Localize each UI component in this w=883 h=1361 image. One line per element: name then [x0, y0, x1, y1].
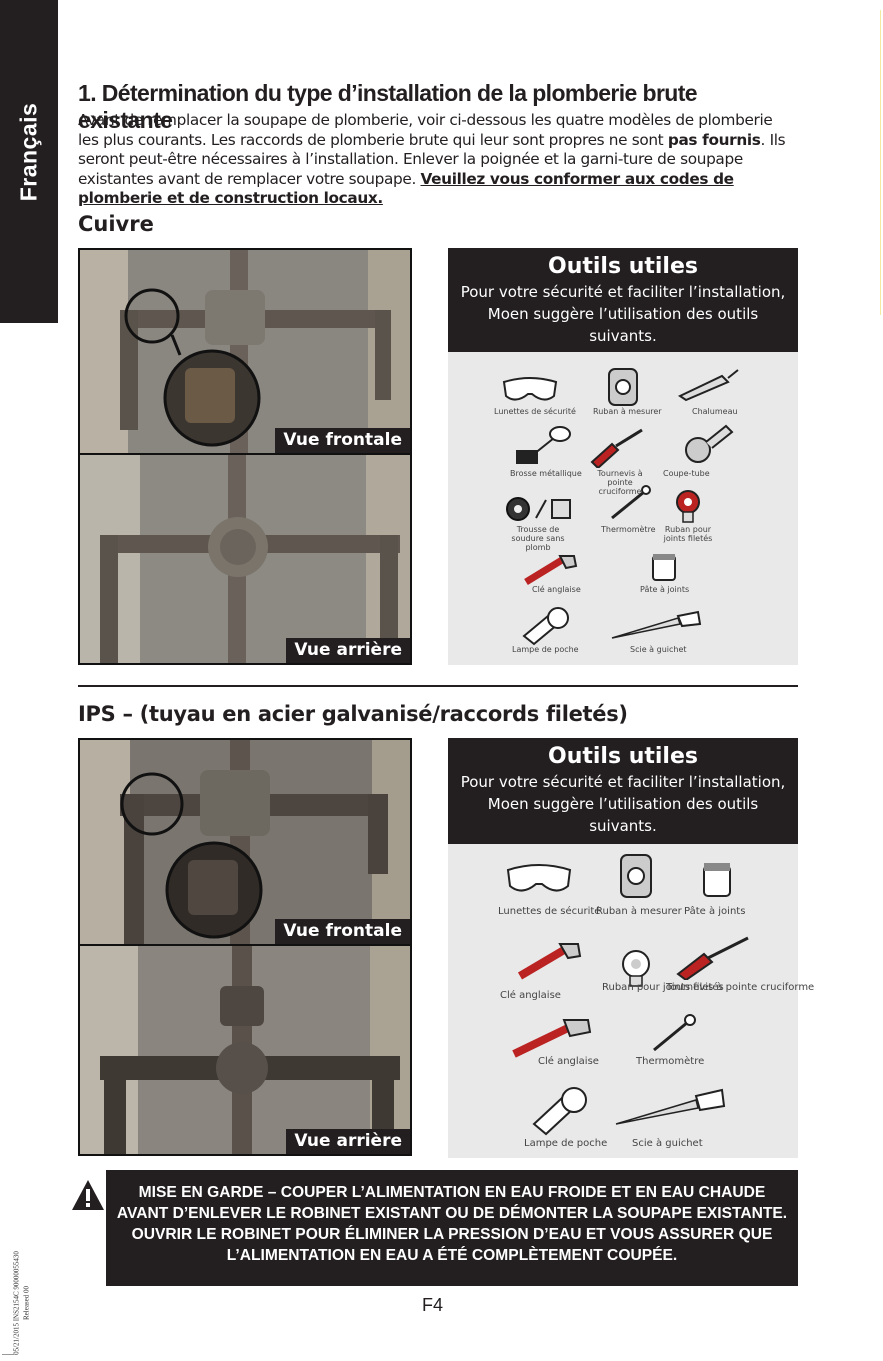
tool-caption: Ruban pour joints filetés: [602, 982, 724, 993]
tool-caption: Ruban pour joints filetés: [663, 525, 713, 544]
tool-caption: Coupe-tube: [663, 469, 710, 478]
copper-back-illustration: [80, 455, 410, 663]
copper-tools-panel: Outils utiles Pour votre sécurité et fac…: [448, 248, 798, 665]
thread-tape-icon: [676, 490, 700, 523]
keyhole-saw-icon: [611, 610, 702, 639]
language-tab-label: Français: [15, 102, 42, 202]
section-divider: [78, 685, 798, 687]
tool-caption: Clé anglaise: [538, 1056, 599, 1067]
keyhole-saw-icon: [615, 1088, 726, 1125]
document-release: Released 00: [22, 1285, 31, 1321]
warning-triangle-icon: [72, 1180, 104, 1210]
thermometer-icon: [653, 1014, 696, 1052]
intro-not-supplied: pas fournis: [667, 130, 761, 149]
flashlight-icon: [532, 1087, 587, 1136]
page-heading: 1. Détermination du type d’installation …: [78, 80, 698, 133]
intro-text-1: Avant de remplacer la soupape de plomber…: [78, 111, 773, 149]
tool-caption: Lampe de poche: [524, 1138, 608, 1149]
tool-caption: Brosse métallique: [510, 469, 582, 478]
tool-caption: Thermomètre: [636, 1056, 705, 1067]
ips-tools-title: Outils utiles: [548, 744, 698, 769]
wrench-icon: [524, 555, 578, 585]
pipe-dope-icon: [652, 554, 676, 581]
intro-text-2: . Ils seront peut-être nécessaires à l’i…: [78, 130, 786, 188]
crop-mark: [2, 1354, 14, 1355]
ips-front-illustration: [80, 740, 410, 944]
section-title-copper: Cuivre: [78, 212, 154, 236]
tube-cutter-icon: [685, 424, 734, 463]
copper-tools-header: Outils utiles Pour votre sécurité et fac…: [448, 248, 798, 352]
tool-caption: Scie à guichet: [632, 1138, 703, 1149]
page-number: F4: [422, 1295, 444, 1315]
ips-back-photo: Vue arrière: [78, 946, 412, 1156]
tape-measure-icon: [608, 368, 638, 406]
language-tab: Français: [0, 0, 58, 323]
ips-front-label: Vue frontale: [275, 919, 410, 944]
tool-caption: Lampe de poche: [512, 645, 579, 654]
copper-front-label: Vue frontale: [275, 428, 410, 453]
torch-icon: [677, 369, 739, 402]
tool-caption: Lunettes de sécurité: [494, 407, 576, 416]
ips-tools-panel: Outils utiles Pour votre sécurité et fac…: [448, 738, 814, 1158]
copper-front-illustration: [80, 250, 410, 453]
ips-back-illustration: [80, 946, 410, 1154]
ips-tools-subtitle: Pour votre sécurité et faciliter l’insta…: [460, 773, 786, 835]
wrench-icon: [517, 943, 582, 980]
tool-caption: Scie à guichet: [630, 645, 687, 654]
copper-front-photo: Vue frontale: [78, 248, 412, 455]
warning-box: MISE EN GARDE – COUPER L’ALIMENTATION EN…: [106, 1170, 798, 1286]
safety-glasses-icon: [502, 377, 558, 401]
intro-codes-notice: Veuillez vous conformer aux codes de plo…: [78, 169, 734, 208]
pipe-dope-icon: [703, 863, 731, 897]
ips-back-label: Vue arrière: [286, 1129, 410, 1154]
safety-glasses-icon: [506, 864, 572, 892]
tool-caption: Ruban à mesurer: [596, 906, 682, 917]
document-id: 05/21/2015 INS2154C 90000055430: [12, 1251, 21, 1355]
phillips-screwdriver-icon: [676, 936, 749, 980]
section-title-ips: IPS – (tuyau en acier galvanisé/raccords…: [78, 702, 628, 726]
solder-kit-icon: [506, 497, 571, 521]
tool-caption: Tournevis à pointe cruciforme: [666, 982, 815, 993]
tool-caption: Clé anglaise: [500, 990, 561, 1001]
tool-caption: Ruban à mesurer: [593, 407, 662, 416]
intro-paragraph: Avant de remplacer la soupape de plomber…: [78, 111, 793, 209]
tool-caption: Thermomètre: [601, 525, 656, 534]
wire-brush-icon: [516, 426, 571, 464]
tool-caption: Trousse de soudure sans plomb: [511, 525, 565, 553]
margin-mark: [880, 10, 881, 315]
tool-caption: Chalumeau: [692, 407, 738, 416]
flashlight-icon: [522, 607, 569, 646]
copper-tools-title: Outils utiles: [548, 254, 698, 279]
tool-caption: Pâte à joints: [684, 906, 746, 917]
pipe-wrench-icon: [512, 1019, 592, 1058]
tool-caption: Tournevis à pointe cruciforme: [597, 469, 643, 497]
copper-tools-subtitle: Pour votre sécurité et faciliter l’insta…: [460, 283, 786, 345]
copper-back-photo: Vue arrière: [78, 455, 412, 665]
warning-text: MISE EN GARDE – COUPER L’ALIMENTATION EN…: [116, 1184, 788, 1264]
tape-measure-icon: [620, 854, 652, 898]
tool-caption: Lunettes de sécurité: [498, 906, 601, 917]
phillips-screwdriver-icon: [590, 428, 643, 468]
copper-back-label: Vue arrière: [286, 638, 410, 663]
ips-tools-header: Outils utiles Pour votre sécurité et fac…: [448, 738, 798, 844]
tool-caption: Pâte à joints: [640, 585, 690, 594]
thermometer-icon: [611, 485, 651, 520]
thread-tape-icon: [622, 950, 650, 987]
ips-front-photo: Vue frontale: [78, 738, 412, 946]
tool-caption: Clé anglaise: [532, 585, 581, 594]
